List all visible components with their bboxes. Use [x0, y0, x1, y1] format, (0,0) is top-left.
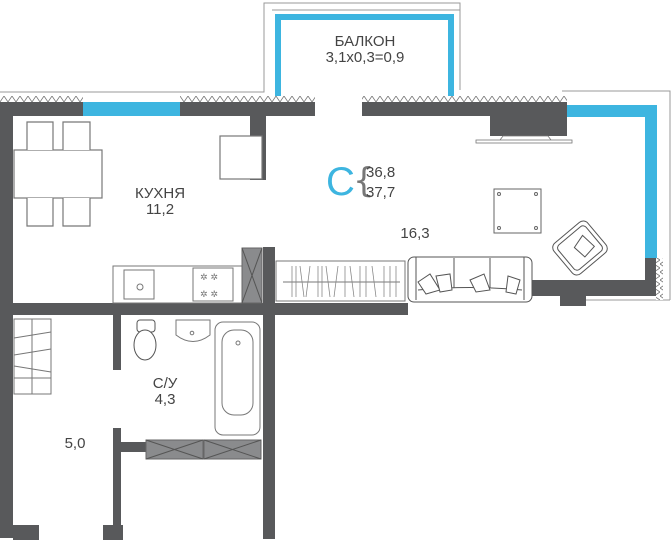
total-area-letter: C	[326, 160, 355, 204]
windows	[83, 102, 657, 258]
kitchen-name: КУХНЯ	[134, 185, 186, 202]
kitchen-label: КУХНЯ 11,2	[120, 186, 200, 218]
living-area: 16,3	[400, 225, 430, 242]
living-area-value: 36,8	[366, 164, 396, 181]
total-area-value: 37,7	[366, 184, 396, 201]
outline-lines	[0, 2, 671, 301]
coffee-table	[493, 188, 542, 234]
balcony-label: БАЛКОН 3,1x0,3=0,9	[300, 34, 430, 66]
brace: {	[353, 161, 375, 201]
hallway-area: 5,0	[64, 435, 86, 452]
balcony-name: БАЛКОН	[334, 33, 396, 50]
kitchen-counter: ✲ ✲ ✲ ✲	[112, 265, 244, 304]
bathroom-area: 4,3	[154, 390, 176, 408]
armchair	[552, 220, 608, 276]
sofa	[407, 256, 533, 303]
hall-wardrobe	[13, 318, 52, 395]
hallway-label: 5,0	[50, 436, 100, 452]
kitchen-area: 11,2	[145, 200, 175, 218]
svg-text:✲ ✲: ✲ ✲	[200, 290, 218, 300]
bath-cabinets	[145, 439, 262, 460]
washbasin	[175, 319, 211, 342]
tv	[475, 116, 573, 144]
svg-text:✲ ✲: ✲ ✲	[200, 273, 218, 283]
bathroom-name: С/У	[152, 375, 178, 392]
wardrobe	[275, 260, 406, 302]
dining-table	[13, 121, 103, 227]
living-label: 16,3	[385, 226, 445, 242]
bathroom-label: С/У 4,3	[140, 376, 190, 408]
balcony	[275, 14, 454, 98]
fridge	[219, 135, 263, 180]
bathtub	[214, 321, 261, 436]
parapet-hatch	[0, 96, 663, 300]
ventilation-shaft	[241, 247, 263, 304]
balcony-area: 3,1x0,3=0,9	[325, 48, 405, 66]
toilet	[133, 319, 157, 361]
